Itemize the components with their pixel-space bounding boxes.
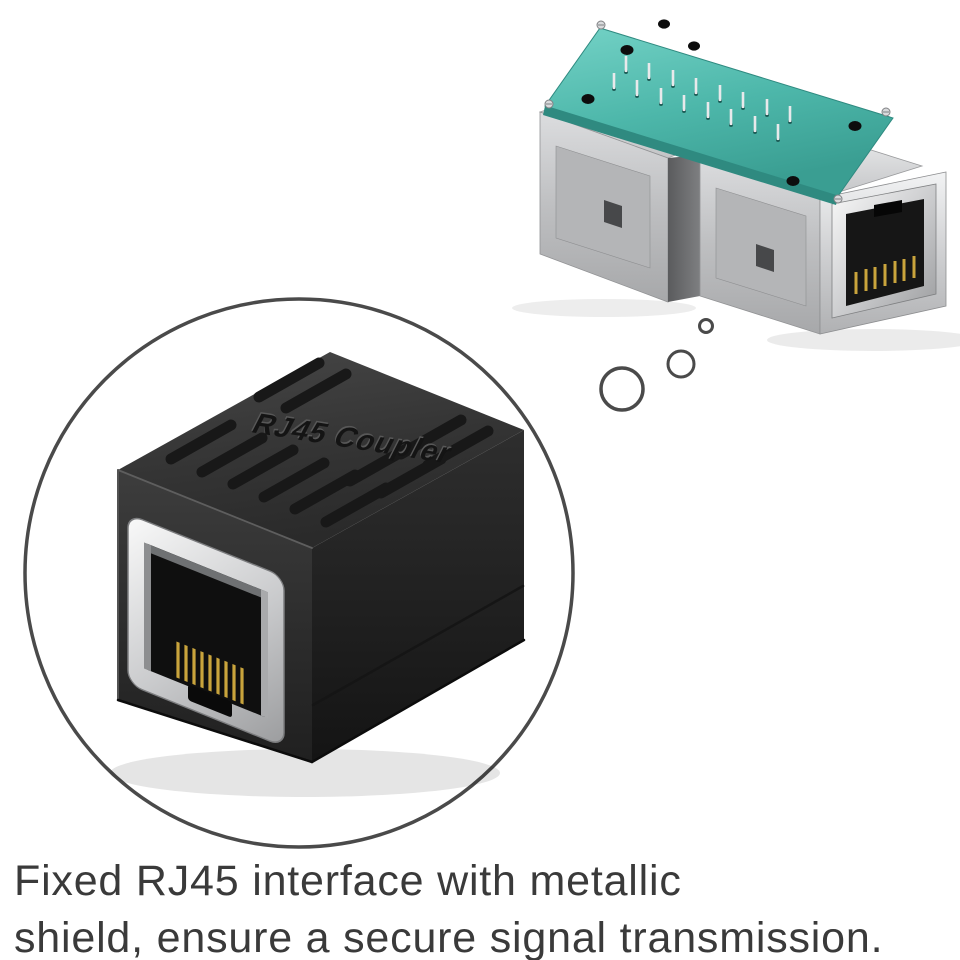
gold-contacts (854, 256, 916, 294)
pcb-screws (544, 20, 891, 204)
pcb-bumpers (581, 19, 862, 186)
jack-inner-left-wall (144, 542, 151, 672)
shield-clip-tab (756, 244, 774, 272)
bubble-circle-small (698, 318, 714, 334)
shadow-right-module (767, 329, 960, 351)
shield-panel (555, 145, 651, 269)
black-coupler-photo: RJ45 Coupler RJ45 Coupler (110, 352, 526, 797)
magnifier-bubbles (599, 318, 714, 412)
pcb-pins (612, 56, 792, 140)
module-gap (668, 155, 700, 302)
caption-line-1: Fixed RJ45 interface with metallic (14, 857, 682, 905)
rj45-front-port (127, 517, 285, 744)
bubble-circle-large (599, 366, 645, 412)
coupler-edges (116, 469, 526, 764)
rj45-port-face (819, 171, 947, 335)
coupler-shadow (110, 749, 500, 797)
exploded-coupler-photo (512, 19, 960, 351)
bubble-circle-medium (666, 349, 696, 379)
jack-inner-right-wall (261, 589, 268, 719)
coupler-top-face (118, 352, 524, 548)
port-clip-slot (874, 200, 902, 217)
gold-contacts (176, 641, 244, 705)
clip-notch (188, 685, 232, 717)
caption-line-2: shield, ensure a secure signal transmiss… (14, 914, 884, 960)
shield-clip-tab (604, 200, 622, 228)
coupler-seam-line (311, 584, 525, 707)
jack-inner-top-wall (144, 542, 268, 601)
shadow-left-module (512, 299, 696, 317)
grip-grooves (165, 357, 494, 528)
coupler-side-face (312, 430, 524, 762)
